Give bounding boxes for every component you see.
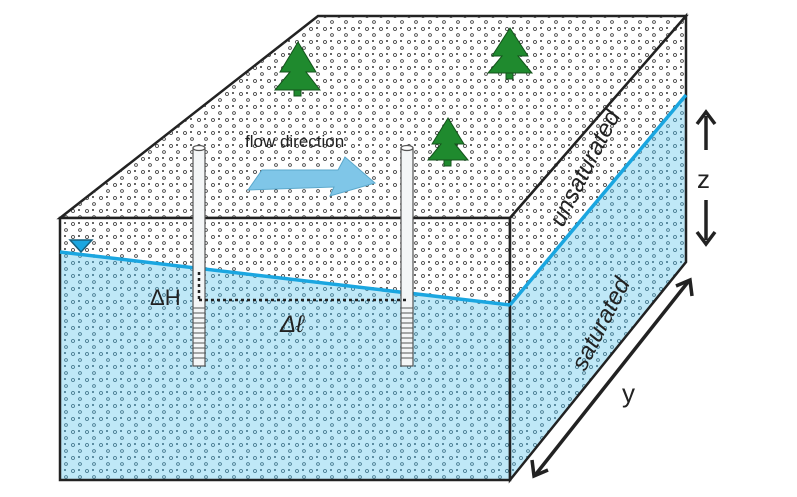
- delta-h-label: ΔH: [150, 285, 181, 310]
- water-table: [59, 93, 688, 307]
- y-axis-arrow: [530, 277, 694, 479]
- tree-icon: [426, 117, 470, 167]
- well-left: [192, 144, 206, 367]
- water-table-marker-icon: [68, 239, 94, 254]
- tree-icon: [273, 41, 322, 97]
- head-difference-lines: [197, 272, 407, 302]
- flow-direction-arrow-icon: [247, 156, 377, 197]
- side-face: [508, 12, 688, 484]
- z-axis-arrow: [695, 109, 717, 247]
- flow-direction-label: flow direction: [245, 132, 344, 151]
- well-right: [400, 144, 414, 367]
- z-axis-label: z: [697, 164, 710, 194]
- delta-l-label: Δℓ: [279, 311, 305, 338]
- tree-icon: [486, 27, 534, 80]
- y-axis-label: y: [622, 378, 635, 408]
- front-face: [58, 216, 512, 482]
